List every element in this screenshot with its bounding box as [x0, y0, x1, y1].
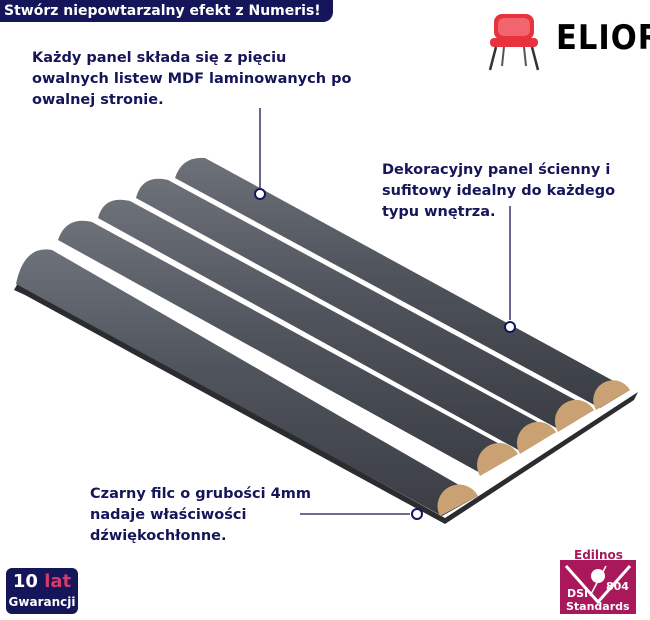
callout-decorative: Dekoracyjny panel ścienny i sufitowy ide… [382, 162, 616, 220]
leader-felt [300, 508, 423, 520]
slat-1 [16, 249, 478, 516]
callout-felt: Czarny filc o grubości 4mm nadaje właści… [90, 486, 311, 544]
certificate-standards: Standards [566, 600, 630, 613]
slat-5 [175, 157, 630, 410]
certificate-number: 804 [606, 580, 629, 593]
warranty-label: Gwarancji [8, 595, 76, 609]
warranty-unit: lat [44, 571, 72, 592]
certificate-badge-icon [560, 560, 636, 614]
slat-2 [58, 220, 518, 476]
certificate-top-label: Edilnos [574, 548, 623, 562]
promo-banner: Stwórz niepowtarzalny efekt z Numeris! [0, 0, 333, 22]
certificate-dsi: DSI [567, 587, 589, 600]
warranty-years: 10 [12, 571, 38, 592]
brand-logo: ELIOR [556, 18, 650, 58]
chair-icon [488, 14, 540, 71]
callout-slats: Każdy panel składa się z pięciu owalnych… [32, 50, 352, 108]
leader-slats [254, 108, 266, 200]
slat-3 [98, 199, 556, 454]
warranty-badge: 10 lat Gwarancji [6, 568, 78, 614]
slat-4 [136, 178, 594, 432]
leader-decorative [504, 206, 516, 333]
